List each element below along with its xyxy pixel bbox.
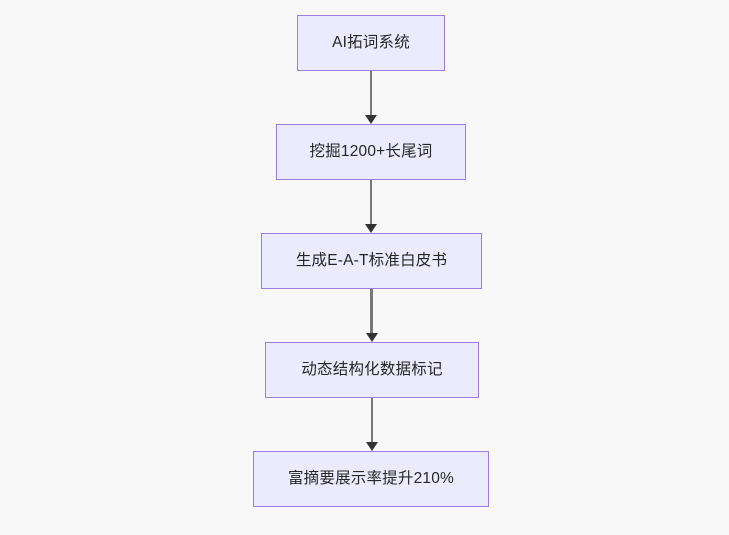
arrowhead-icon	[366, 442, 378, 451]
flow-node-label: 挖掘1200+长尾词	[309, 143, 433, 161]
arrowhead-icon	[365, 115, 377, 124]
edge-line	[369, 71, 373, 116]
arrowhead-icon	[365, 333, 378, 342]
edge-line	[370, 289, 373, 334]
flow-node-mine-longtail-keywords[interactable]: 挖掘1200+长尾词	[276, 124, 466, 180]
flow-node-label: 生成E-A-T标准白皮书	[295, 252, 448, 270]
arrowhead-icon	[365, 224, 377, 233]
flow-edge-node4-to-node5	[359, 398, 385, 451]
flow-node-dynamic-structured-data-markup[interactable]: 动态结构化数据标记	[265, 342, 479, 398]
flow-node-label: 动态结构化数据标记	[301, 361, 443, 379]
flow-node-label: 富摘要展示率提升210%	[287, 470, 455, 488]
flow-node-label: AI拓词系统	[332, 34, 410, 52]
flow-node-generate-eat-whitepaper[interactable]: 生成E-A-T标准白皮书	[261, 233, 482, 289]
flow-edge-node1-to-node2	[358, 71, 384, 124]
edge-line	[369, 180, 373, 225]
flow-edge-node3-to-node4	[359, 289, 385, 342]
flow-node-rich-snippet-impression-lift[interactable]: 富摘要展示率提升210%	[253, 451, 489, 507]
flow-node-ai-keyword-system[interactable]: AI拓词系统	[297, 15, 445, 71]
flow-edge-node2-to-node3	[358, 180, 384, 233]
edge-line	[370, 398, 374, 443]
